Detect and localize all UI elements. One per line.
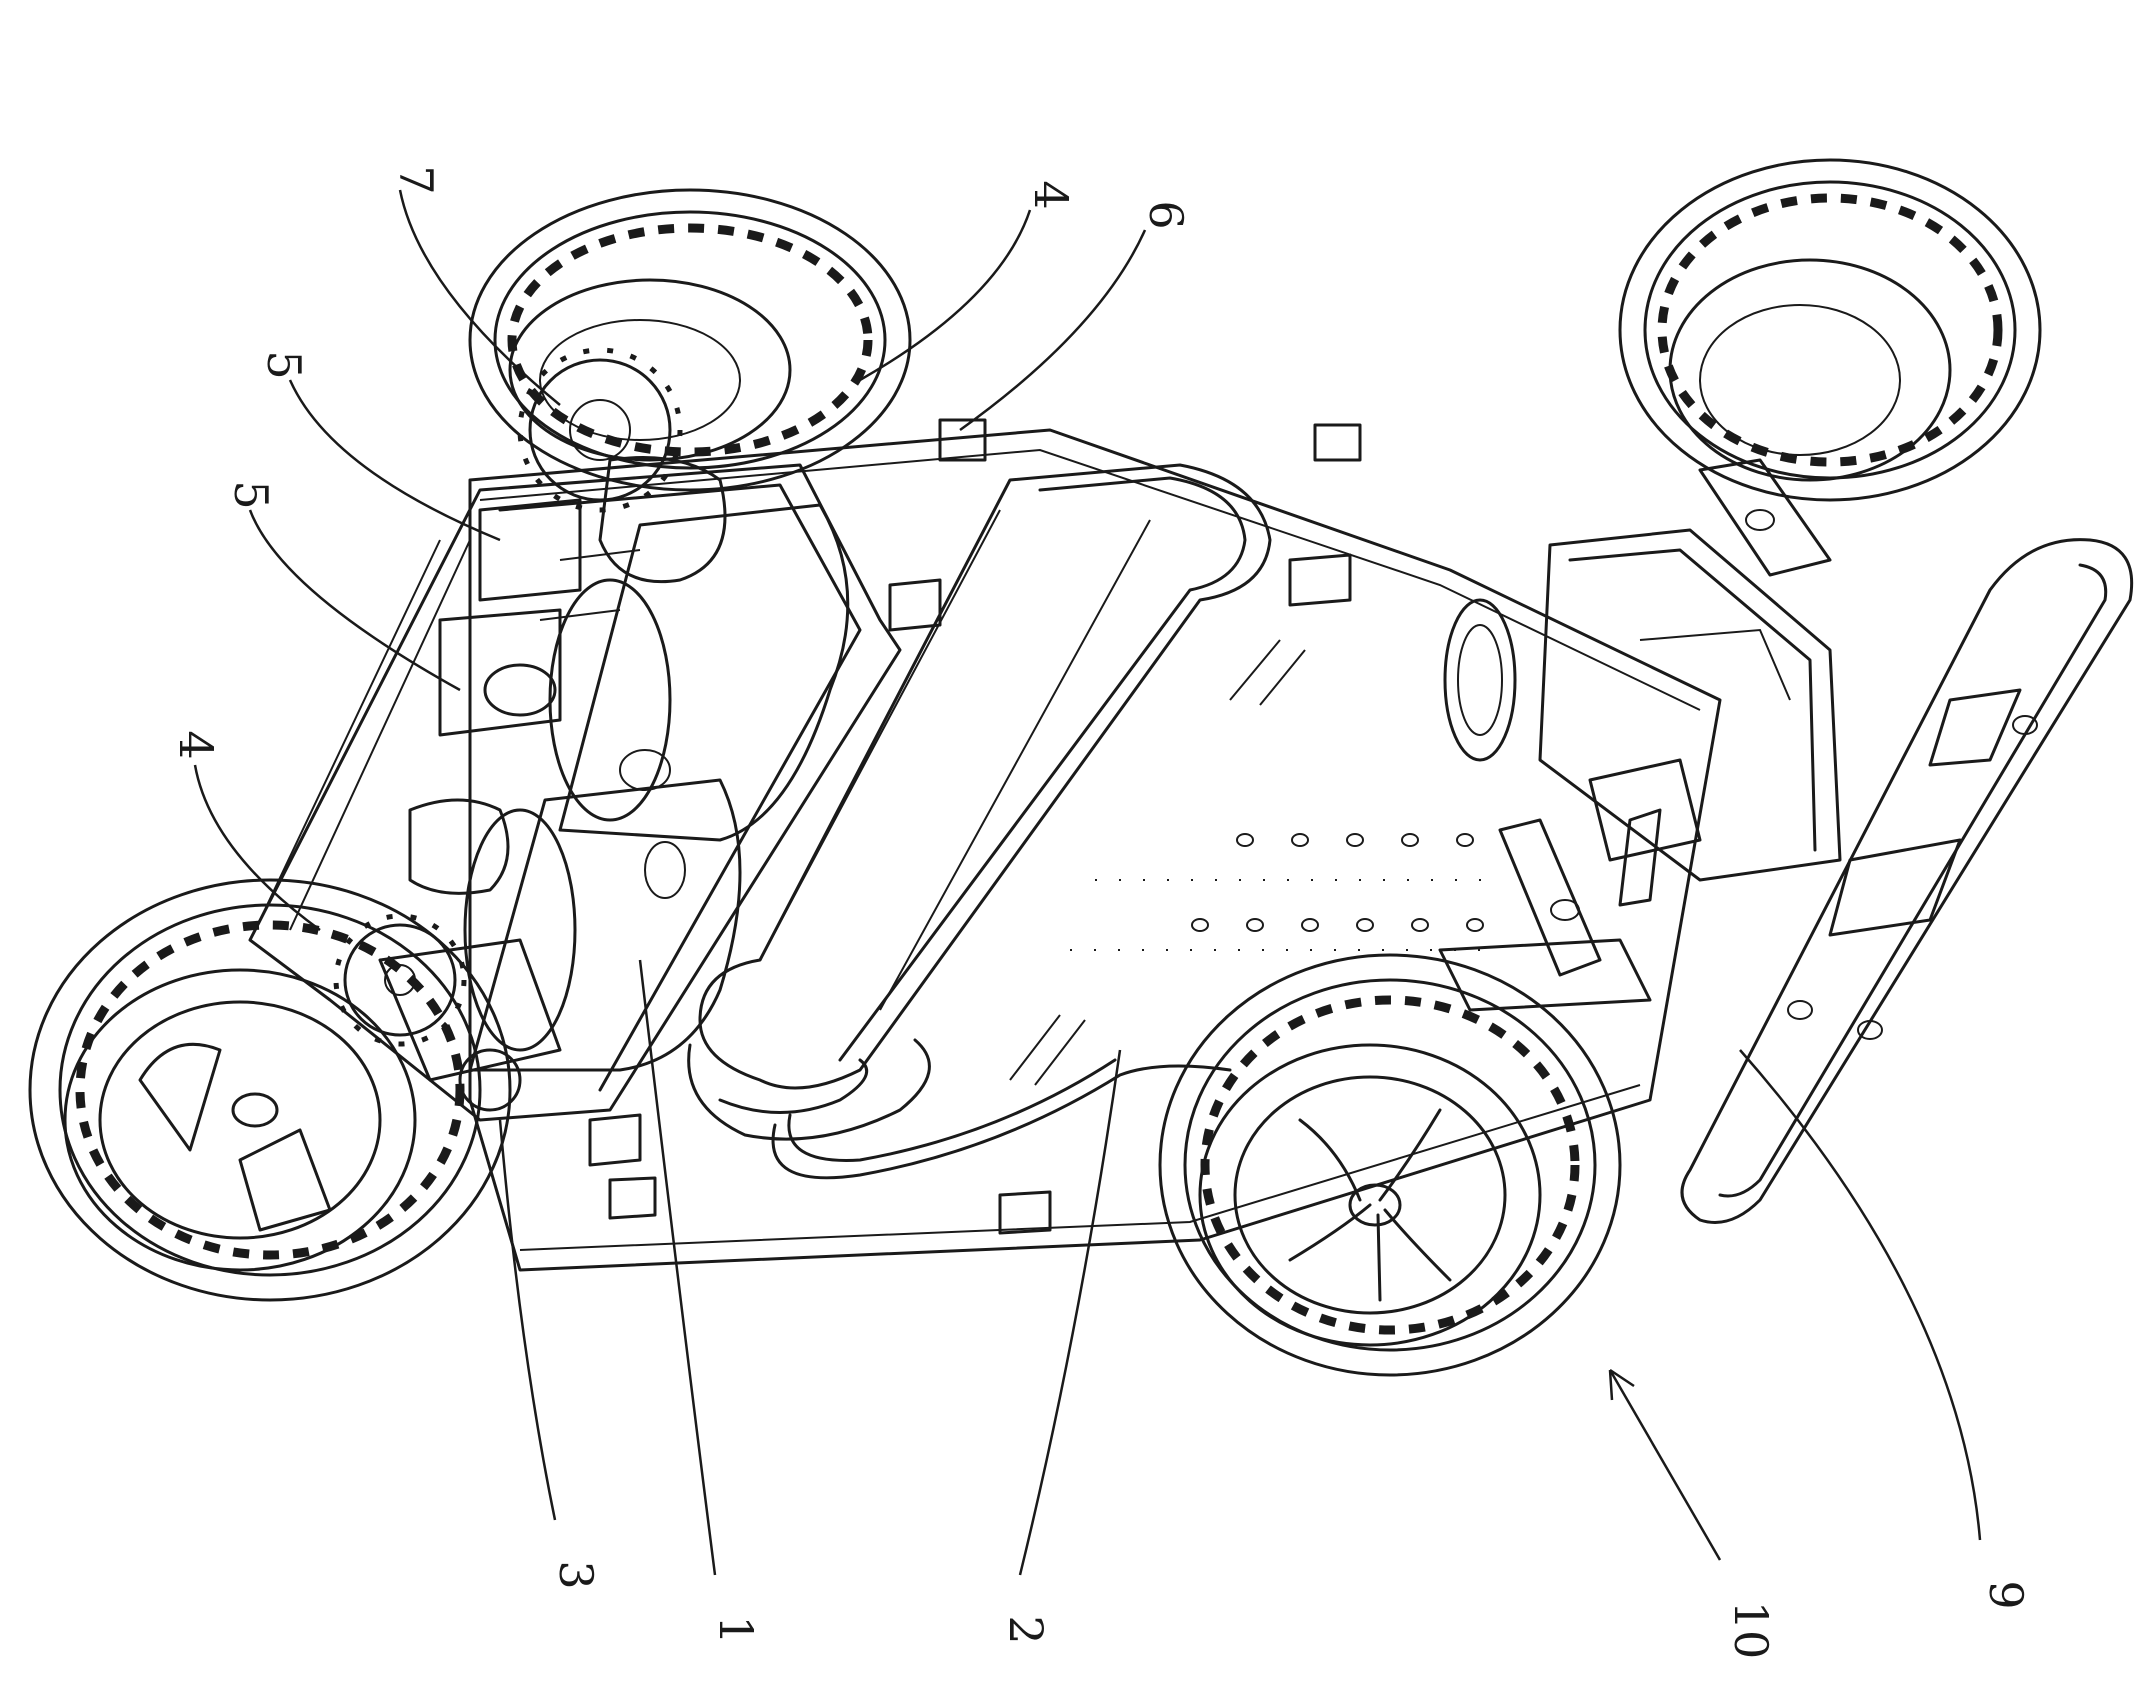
label-4-top: 4 [1024,180,1078,209]
label-1: 1 [709,1615,763,1644]
leader-5-mid [248,509,461,692]
small-motor-rear [378,798,562,1082]
leader-6 [959,229,1147,432]
leader-lines [193,189,1982,1576]
plate-clips [588,418,1362,1235]
reference-labels: 7 5 5 4 4 6 3 1 2 10 9 [169,165,2033,1659]
drive-motor-lower [463,778,742,1072]
chassis-plate [468,428,1722,1272]
front-bumper [1680,538,2134,1224]
leader-4-top [859,209,1032,382]
battery-cable [771,1058,1232,1180]
gear-upper [517,347,683,513]
leader-7 [398,189,561,406]
leader-10-arrowhead [1608,1368,1635,1401]
label-10: 10 [1724,1601,1778,1660]
plate-slots [1009,639,1500,1086]
label-2: 2 [999,1615,1053,1644]
battery-pack [687,463,1272,1141]
label-7: 7 [389,165,443,194]
wheel-rear-bottom [28,878,512,1302]
label-9: 9 [1979,1580,2033,1609]
label-4-left: 4 [169,730,223,759]
bearing-blocks [438,456,727,737]
steering-linkage [1438,458,1832,1012]
label-5-mid: 5 [224,480,278,509]
wheel-rear-top [468,188,912,492]
gear-lower [333,913,522,1112]
leader-4-left [193,764,321,932]
leader-5-top [288,379,501,542]
rear-frame [248,463,902,1122]
leader-1 [638,959,717,1576]
wheel-front-top [1618,158,2042,502]
leader-10 [1608,1369,1722,1561]
leader-9 [1739,1049,1982,1541]
leader-3 [498,1119,557,1521]
label-6: 6 [1139,200,1193,229]
label-5-top: 5 [257,350,311,379]
steering-servo [1443,528,1842,907]
wheel-front-bottom [1158,953,1622,1377]
label-3: 3 [549,1560,603,1589]
plate-holes [1191,833,1484,932]
drive-motor-upper [548,503,850,842]
leader-2 [1018,1049,1122,1576]
